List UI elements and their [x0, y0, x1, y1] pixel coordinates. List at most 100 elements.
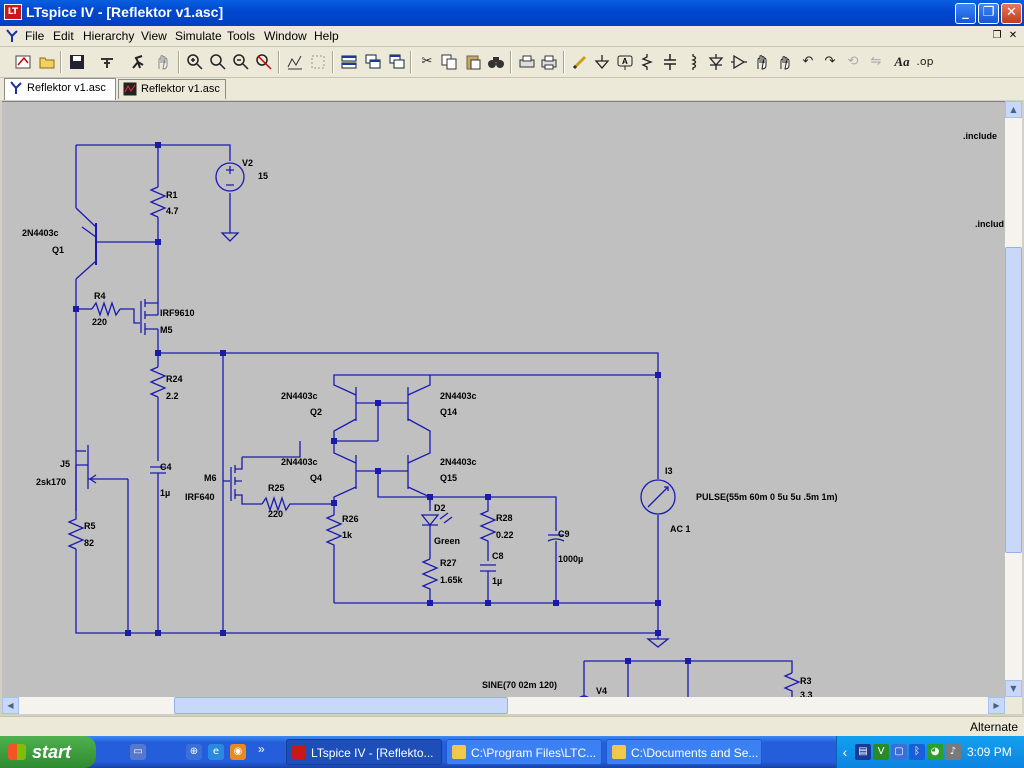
label-j5: J5 [60, 459, 70, 469]
menu-window[interactable]: Window [264, 29, 307, 43]
tray-icon-1[interactable]: ▤ [855, 744, 871, 760]
voltage-source-v2[interactable] [215, 162, 245, 192]
redo-icon[interactable]: ↷ [824, 54, 836, 69]
app-icon[interactable]: LT [4, 4, 22, 20]
tray-expand-icon[interactable]: ‹ [842, 744, 848, 760]
voltage-source-v4[interactable] [576, 695, 592, 698]
cascade-icon[interactable] [362, 51, 384, 73]
scroll-down-icon[interactable]: ▼ [1005, 680, 1022, 697]
zoom-in-icon[interactable] [184, 51, 206, 73]
start-button[interactable]: start [0, 736, 96, 768]
minimize-button[interactable]: _ [955, 3, 976, 24]
text-icon[interactable]: Aa [894, 54, 910, 69]
schematic-icon[interactable] [12, 51, 34, 73]
capacitor-icon[interactable] [659, 51, 681, 73]
close-button[interactable]: ✕ [1001, 3, 1022, 24]
menu-file[interactable]: File [25, 29, 45, 43]
tray-icon-monitor[interactable]: ▢ [891, 744, 907, 760]
open-icon[interactable] [36, 51, 58, 73]
menu-tools[interactable]: Tools [227, 29, 256, 43]
halt-icon[interactable] [152, 51, 174, 73]
tile-horizontal-icon[interactable] [338, 51, 360, 73]
cut-icon[interactable]: ✂ [421, 54, 433, 69]
schematic-canvas[interactable]: .include .includ V2 15 R1 4.7 2N4403c Q1… [2, 101, 1005, 698]
menu-edit[interactable]: Edit [53, 29, 74, 43]
network-status-icon[interactable]: ◕ [927, 744, 943, 760]
zoom-pan-icon[interactable] [207, 51, 229, 73]
tray-icon-v[interactable]: V [873, 744, 889, 760]
spice-directive-1[interactable]: .include [963, 131, 997, 141]
scroll-right-icon[interactable]: ▶ [988, 697, 1005, 714]
save-icon[interactable] [66, 51, 88, 73]
scroll-up-icon[interactable]: ▲ [1005, 101, 1022, 118]
doc-restore-button[interactable]: ❐ [992, 30, 1002, 41]
copy-icon[interactable] [438, 51, 460, 73]
zoom-out-icon[interactable] [230, 51, 252, 73]
doc-close-button[interactable]: ✕ [1008, 30, 1018, 41]
current-source-i3[interactable] [640, 479, 676, 515]
scroll-left-icon[interactable]: ◀ [2, 697, 19, 714]
move-icon[interactable] [751, 51, 773, 73]
window-title: LTspice IV - [Reflektor v1.asc] [26, 4, 224, 20]
wire-icon[interactable] [569, 51, 591, 73]
component-icon[interactable] [728, 51, 750, 73]
print-setup-icon[interactable] [516, 51, 538, 73]
run-icon[interactable] [128, 51, 150, 73]
quick-launch-more-icon[interactable]: » [258, 742, 265, 756]
task-ltspice[interactable]: LTspice IV - [Reflekto... [286, 739, 442, 765]
undo-icon[interactable]: ↶ [802, 54, 814, 69]
task-label: C:\Documents and Se... [631, 746, 759, 760]
schematic-drawing[interactable]: .include .includ V2 15 R1 4.7 2N4403c Q1… [2, 102, 1005, 698]
value-v2: 15 [258, 171, 268, 181]
spice-directive-2[interactable]: .includ [975, 219, 1004, 229]
value-r4: 220 [92, 317, 107, 327]
spice-directive-icon[interactable]: .op [916, 55, 934, 68]
menu-hierarchy[interactable]: Hierarchy [83, 29, 135, 43]
inductor-icon[interactable] [682, 51, 704, 73]
label-q4: Q4 [310, 473, 322, 483]
document-icon[interactable] [4, 28, 20, 44]
resistor-icon[interactable] [636, 51, 658, 73]
label-icon[interactable]: A [614, 51, 636, 73]
tab-schematic[interactable]: Reflektor v1.asc [4, 78, 116, 100]
tab-bar: Reflektor v1.asc Reflektor v1.asc [0, 78, 1024, 100]
volume-icon[interactable]: ♪ [945, 744, 961, 760]
task-program-files[interactable]: C:\Program Files\LTC... [446, 739, 602, 765]
rotate-icon[interactable]: ⟲ [847, 54, 859, 69]
zoom-fit-icon[interactable] [253, 51, 275, 73]
horizontal-scrollbar[interactable]: ◀ ▶ [2, 697, 1005, 714]
paste-icon[interactable] [462, 51, 484, 73]
maximize-button[interactable]: ❐ [978, 3, 999, 24]
bluetooth-icon[interactable]: ᛒ [909, 744, 925, 760]
task-documents[interactable]: C:\Documents and Se... [606, 739, 762, 765]
vertical-scroll-thumb[interactable] [1005, 247, 1022, 553]
label-r26: R26 [342, 514, 359, 524]
model-q2: 2N4403c [281, 391, 318, 401]
control-panel-icon[interactable] [96, 51, 118, 73]
grid-icon[interactable] [307, 51, 329, 73]
tab-waveform[interactable]: Reflektor v1.asc [118, 79, 226, 99]
mirror-icon[interactable]: ⇋ [870, 54, 882, 69]
ground-icon[interactable] [591, 51, 613, 73]
print-icon[interactable] [538, 51, 560, 73]
tile-vertical-icon[interactable] [386, 51, 408, 73]
label-q14: Q14 [440, 407, 457, 417]
title-bar[interactable]: LT LTspice IV - [Reflektor v1.asc] _ ❐ ✕ [0, 0, 1024, 26]
media-player-icon[interactable]: ◉ [230, 744, 246, 760]
toolbar: ✂ A ↶ ↷ ⟲ ⇋ Aa .op [0, 47, 1024, 78]
find-icon[interactable] [485, 51, 507, 73]
autoscale-icon[interactable] [284, 51, 306, 73]
network-icon[interactable]: ⊕ [186, 744, 202, 760]
drag-icon[interactable] [774, 51, 796, 73]
label-q1: Q1 [52, 245, 64, 255]
show-desktop-icon[interactable]: ▭ [130, 744, 146, 760]
horizontal-scroll-thumb[interactable] [174, 697, 508, 714]
vertical-scrollbar[interactable]: ▲ ▼ [1005, 101, 1022, 697]
clock[interactable]: 3:09 PM [967, 745, 1012, 759]
menu-simulate[interactable]: Simulate [175, 29, 222, 43]
menu-help[interactable]: Help [314, 29, 339, 43]
internet-explorer-icon[interactable]: e [208, 744, 224, 760]
ac-i3: AC 1 [670, 524, 691, 534]
menu-view[interactable]: View [141, 29, 167, 43]
diode-icon[interactable] [705, 51, 727, 73]
